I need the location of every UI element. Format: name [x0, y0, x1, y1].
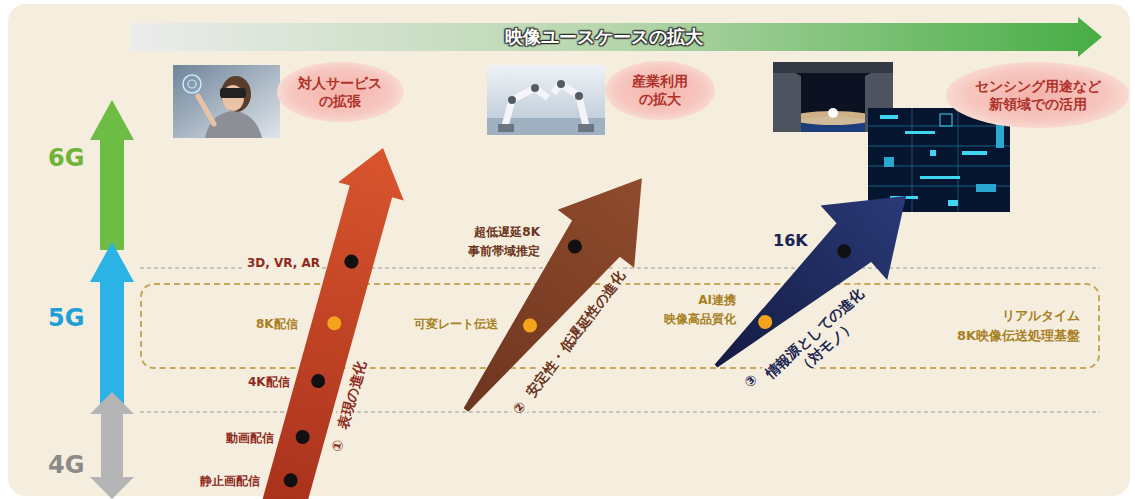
photo-vr: [173, 65, 280, 138]
photo-data: [868, 108, 1010, 212]
milestone-dot: [565, 237, 585, 257]
data-grid: [868, 146, 1010, 147]
milestone-dot: [755, 312, 775, 332]
window-frame: [773, 62, 893, 73]
sun: [828, 108, 838, 118]
milestone-label: 可変レート伝送: [412, 317, 500, 333]
data-bit: [962, 151, 987, 155]
milestone-label: 動画配信: [224, 431, 276, 447]
milestone-label: 超低遅延8K 事前帯域推定: [466, 223, 542, 261]
data-bit: [930, 150, 936, 156]
generation-label: 4G: [46, 450, 86, 481]
ellipse-fill: [946, 62, 1129, 128]
robot-base: [578, 124, 594, 132]
generation-label: 5G: [46, 303, 86, 334]
arm: [198, 96, 214, 124]
label-slot: 4G: [46, 450, 86, 481]
ellipse-shape: [277, 62, 404, 122]
milestone-dot: [326, 315, 343, 332]
data-bit: [880, 115, 898, 119]
generation-divider: [140, 411, 1100, 412]
data-grid: [868, 126, 1010, 127]
ellipse-text: 対人サービス の拡張: [298, 74, 382, 110]
ellipse-fill: [605, 61, 715, 120]
text-group: 産業利用 の拡大: [632, 72, 688, 108]
robot-joint: [575, 92, 583, 100]
robot-joint: [557, 80, 565, 88]
label-slot: 静止画配信: [198, 470, 262, 490]
photo-factory: [487, 65, 605, 135]
ellipse-node: センシング用途など 新領域での活用: [946, 62, 1129, 128]
milestone-label: 4K配信: [246, 375, 292, 391]
label-slot: 8K配信: [254, 313, 300, 333]
robot-joint: [531, 84, 539, 92]
label-slot: 5G: [46, 303, 86, 334]
arrow-body: [428, 149, 680, 439]
label-slot: 動画配信: [224, 427, 276, 447]
title-text: 映像ユースケースの拡大: [505, 25, 703, 48]
data-bit: [884, 157, 894, 167]
ellipse-node: 対人サービス の拡張: [277, 62, 404, 122]
milestone-label: 8K配信: [254, 317, 300, 333]
data-bit: [948, 200, 958, 206]
label-slot: 6G: [46, 143, 86, 174]
label-slot: AI連携 映像高品質化: [662, 291, 738, 329]
robot-base: [498, 124, 514, 132]
milestone-dot: [310, 372, 327, 389]
milestone-dot: [834, 241, 854, 261]
title-arrow: [130, 17, 1102, 57]
label-slot: 16K: [771, 231, 810, 252]
arrow-body: [683, 159, 940, 404]
milestone-dot: [294, 428, 311, 445]
label-slot: 可変レート伝送: [412, 313, 500, 333]
band-text: リアルタイム 8K映像伝送処理基盤: [957, 306, 1080, 346]
data-grid: [958, 108, 959, 212]
milestone-label: 静止画配信: [198, 474, 262, 490]
callout-number: ③: [739, 369, 763, 393]
text-slot: ③: [738, 368, 763, 393]
ellipse-text: センシング用途など 新領域での活用: [975, 77, 1101, 113]
ellipse-fill: [277, 62, 404, 122]
label-slot: 3D, VR, AR: [245, 252, 322, 272]
text-group: センシング用途など 新領域での活用: [975, 77, 1101, 113]
ellipse-text: 産業利用 の拡大: [632, 72, 688, 108]
milestone-dot: [343, 253, 360, 270]
background-panel: [8, 4, 1130, 496]
generation-arrow: [90, 100, 134, 250]
label-slot: 超低遅延8K 事前帯域推定: [466, 223, 542, 261]
ellipse-shape: [946, 62, 1129, 128]
robot-joint: [508, 96, 516, 104]
title-bar: 映像ユースケースの拡大: [130, 22, 1078, 52]
generation-arrow: [90, 242, 134, 412]
ellipse-node: 産業利用 の拡大: [605, 61, 715, 120]
hair: [221, 76, 251, 112]
data-bit: [905, 131, 935, 134]
label-slot: 4K配信: [246, 371, 292, 391]
data-bit: [920, 176, 960, 179]
ellipse-shape: [605, 61, 715, 120]
milestone-label: 3D, VR, AR: [245, 256, 322, 272]
hud-ring: [183, 75, 201, 93]
milestone-label: AI連携 映像高品質化: [662, 291, 738, 329]
text-group: 対人サービス の拡張: [298, 74, 382, 110]
milestone-label: 16K: [771, 231, 810, 252]
robot-arm: [553, 84, 586, 126]
data-bit: [940, 114, 952, 126]
generation-label: 6G: [46, 143, 86, 174]
text-slot: リアルタイム 8K映像伝送処理基盤: [957, 285, 1080, 367]
data-bit: [976, 184, 996, 192]
robot-arm: [505, 88, 548, 126]
milestone-dot: [520, 316, 540, 336]
generation-arrow: [90, 392, 134, 499]
milestone-dot: [282, 472, 299, 489]
vr-headset: [220, 88, 246, 98]
hud-ring: [188, 80, 196, 88]
